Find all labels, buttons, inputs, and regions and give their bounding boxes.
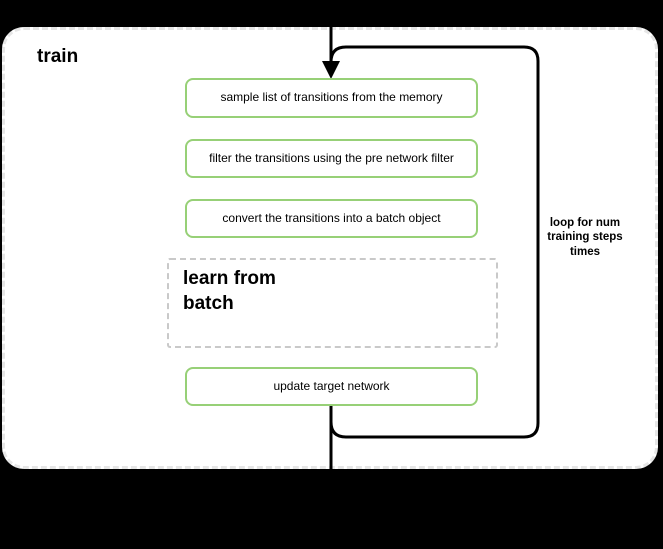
- group-title: train: [37, 46, 79, 67]
- loop-annotation: loop for num training steps times: [547, 217, 623, 258]
- step-filter-transitions: filter the transitions using the pre net…: [185, 139, 478, 178]
- step-label: update target network: [273, 378, 390, 393]
- step-label: filter the transitions using the pre net…: [209, 150, 454, 165]
- subprocess-learn-from-batch: learn from batch: [167, 258, 498, 348]
- subprocess-label: learn from batch: [183, 268, 276, 314]
- step-update-target-network: update target network: [185, 367, 478, 406]
- step-sample-transitions: sample list of transitions from the memo…: [185, 78, 478, 118]
- step-label: convert the transitions into a batch obj…: [222, 210, 441, 225]
- step-label: sample list of transitions from the memo…: [220, 90, 443, 105]
- step-convert-batch: convert the transitions into a batch obj…: [185, 199, 478, 238]
